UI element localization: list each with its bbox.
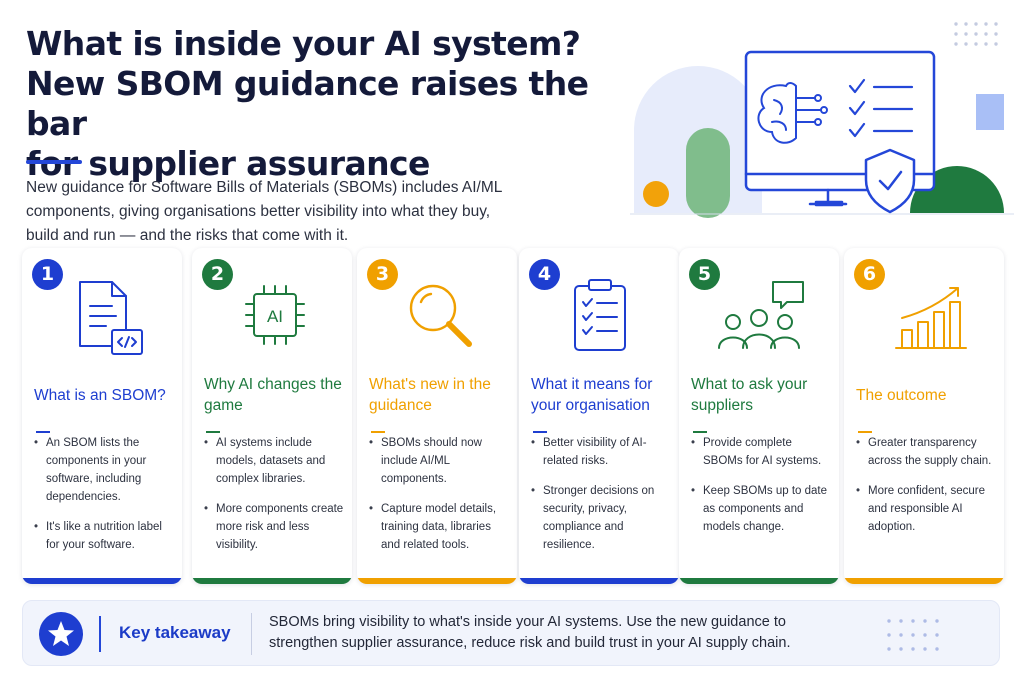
card-title-rule (693, 431, 707, 433)
card-title: The outcome (856, 386, 947, 404)
clipboard-checklist-icon (574, 279, 626, 351)
document-code-icon (79, 281, 143, 355)
list-item: AI systems include models, datasets and … (204, 434, 346, 488)
step-badge-6: 6 (854, 259, 885, 290)
card-accent-bar (519, 578, 679, 584)
card-why-ai-changes: 2 AI Why AI changes the game AI systems … (192, 248, 352, 584)
list-item: Capture model details, training data, li… (369, 500, 511, 554)
list-item: Keep SBOMs up to date as components and … (691, 482, 833, 536)
step-badge-4: 4 (529, 259, 560, 290)
list-item: More confident, secure and responsible A… (856, 482, 998, 536)
title-line-2: New SBOM guidance raises the bar (26, 64, 589, 143)
ai-chip-icon: AI (245, 285, 305, 345)
magnifier-icon (409, 284, 472, 347)
decor-square-blue (976, 94, 1004, 130)
star-badge (39, 612, 83, 656)
list-item: It's like a nutrition label for your sof… (34, 518, 176, 554)
growth-chart-icon (895, 287, 967, 349)
card-title-rule (858, 431, 872, 433)
page-title: What is inside your AI system? New SBOM … (26, 24, 616, 184)
card-accent-bar (679, 578, 839, 584)
list-item: Better visibility of AI-related risks. (531, 434, 673, 470)
card-title-rule (371, 431, 385, 433)
takeaway-label: Key takeaway (119, 623, 231, 642)
card-title: What's new in the guidance (369, 376, 491, 414)
svg-text:AI: AI (267, 307, 283, 326)
bullet-list: An SBOM lists the components in your sof… (34, 434, 176, 566)
card-title: What is an SBOM? (34, 386, 166, 404)
card-what-is-sbom: 1 What is an SBOM? An SBOM lists the com… (22, 248, 182, 584)
bullet-list: Greater transparency across the supply c… (856, 434, 998, 548)
card-title-rule (533, 431, 547, 433)
card-the-outcome: 6 The outcome Greater transparency acros… (844, 248, 1004, 584)
intro-text: New guidance for Software Bills of Mater… (26, 179, 502, 244)
takeaway-separator (251, 613, 252, 655)
people-chat-icon (718, 281, 804, 349)
star-icon (48, 621, 74, 646)
card-title: What to ask your suppliers (691, 376, 808, 414)
decor-dots-bottom (887, 619, 939, 651)
title-underline (26, 160, 82, 164)
takeaway-divider (99, 616, 101, 652)
list-item: Provide complete SBOMs for AI systems. (691, 434, 833, 470)
decor-pillar-green (686, 128, 730, 218)
bullet-list: SBOMs should now include AI/ML component… (369, 434, 511, 566)
decor-circle-orange (643, 181, 669, 207)
step-badge-1: 1 (32, 259, 63, 290)
title-line-1: What is inside your AI system? (26, 24, 581, 63)
card-what-it-means: 4 What it means for your organisation Be… (519, 248, 679, 584)
card-title: What it means for your organisation (531, 376, 653, 414)
card-title-rule (206, 431, 220, 433)
list-item: Stronger decisions on security, privacy,… (531, 482, 673, 554)
bullet-list: AI systems include models, datasets and … (204, 434, 346, 566)
hero-illustration (630, 22, 1014, 218)
list-item: More components create more risk and les… (204, 500, 346, 554)
step-badge-5: 5 (689, 259, 720, 290)
card-accent-bar (22, 578, 182, 584)
step-badge-3: 3 (367, 259, 398, 290)
list-item: Greater transparency across the supply c… (856, 434, 998, 470)
key-takeaway-banner: Key takeaway SBOMs bring visibility to w… (22, 600, 1000, 666)
card-accent-bar (192, 578, 352, 584)
card-accent-bar (357, 578, 517, 584)
checklist-icon (848, 78, 914, 138)
shield-check-icon (864, 148, 916, 214)
step-badge-2: 2 (202, 259, 233, 290)
takeaway-text: SBOMs bring visibility to what's inside … (269, 614, 791, 651)
decor-dots-top (954, 22, 998, 46)
list-item: An SBOM lists the components in your sof… (34, 434, 176, 506)
bullet-list: Better visibility of AI-related risks. S… (531, 434, 673, 566)
card-title: Why AI changes the game (204, 376, 342, 414)
brain-circuit-icon (757, 82, 828, 144)
card-whats-new: 3 What's new in the guidance SBOMs shoul… (357, 248, 517, 584)
title-line-3: for supplier assurance (26, 144, 430, 183)
card-accent-bar (844, 578, 1004, 584)
list-item: SBOMs should now include AI/ML component… (369, 434, 511, 488)
card-title-rule (36, 431, 50, 433)
card-what-to-ask: 5 What to ask your suppliers Provide com… (679, 248, 839, 584)
bullet-list: Provide complete SBOMs for AI systems. K… (691, 434, 833, 548)
